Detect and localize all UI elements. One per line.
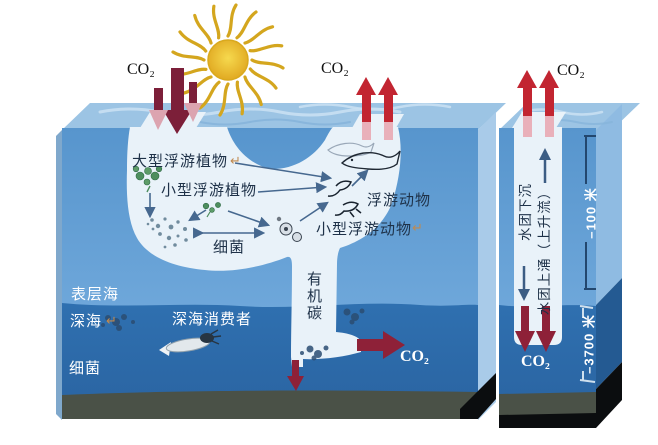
depth-label-3700m: –3700 米 bbox=[581, 314, 597, 374]
upwelling-arrow bbox=[539, 148, 551, 183]
depth-bracket-3700m bbox=[579, 305, 596, 383]
sun-icon bbox=[171, 3, 285, 117]
label-deep-sea: 深海 bbox=[70, 313, 103, 330]
fish-icons bbox=[327, 142, 401, 171]
co2-label-bottom-right: CO₂ bbox=[521, 353, 550, 370]
marine-snow-particles bbox=[101, 308, 365, 361]
food-web-arrows bbox=[144, 162, 369, 239]
right-side-face-upper bbox=[596, 104, 622, 305]
protist-icons bbox=[276, 216, 302, 242]
co2-outgassing-arrows-middle bbox=[356, 77, 398, 140]
large-phytoplankton-icon bbox=[132, 165, 163, 193]
return-mark-1: ↵ bbox=[230, 153, 241, 168]
right-side-face-deep bbox=[596, 278, 622, 389]
deep-co2-export-arrow bbox=[357, 331, 405, 359]
deep-layer bbox=[62, 303, 478, 396]
seafloor-shadow bbox=[460, 373, 496, 419]
label-surface-ocean: 表层海 bbox=[71, 286, 120, 303]
surface-patch-middle bbox=[352, 114, 404, 128]
return-mark-3: ↵ bbox=[106, 313, 117, 328]
small-phytoplankton-icon bbox=[202, 202, 221, 218]
downwelling-co2-arrows bbox=[515, 306, 556, 352]
krill-icons bbox=[327, 180, 362, 218]
label-bacteria: 细菌 bbox=[213, 239, 246, 256]
label-small-phytoplankton: 小型浮游植物 bbox=[161, 182, 258, 199]
right-side-face-base bbox=[596, 362, 622, 428]
organic-carbon-sink-arrow bbox=[287, 360, 304, 391]
co2-label-middle: CO₂ bbox=[321, 60, 349, 77]
seafloor bbox=[62, 390, 478, 419]
co2-outgassing-arrows-right bbox=[517, 70, 559, 137]
depth-bracket-100m bbox=[584, 135, 596, 290]
label-small-zooplankton: 小型浮游动物 bbox=[316, 221, 413, 238]
return-mark-2: ↵ bbox=[412, 220, 423, 235]
downwelling-arrow bbox=[518, 266, 530, 301]
label-upwelling: 水团上涌（上升流） bbox=[537, 184, 552, 316]
co2-label-deep-export: CO₂ bbox=[400, 348, 429, 365]
seafloor-base-right bbox=[499, 413, 596, 428]
depth-label-100m: –100 米 bbox=[583, 187, 599, 239]
co2-label-top-right: CO₂ bbox=[557, 62, 585, 79]
top-face bbox=[62, 103, 506, 130]
co2-label-left: CO₂ bbox=[127, 61, 155, 78]
main-ocean-block bbox=[56, 103, 506, 420]
co2-absorption-arrows bbox=[149, 68, 202, 134]
label-downwelling: 水团下沉 bbox=[518, 183, 533, 241]
label-deep-sea-consumers: 深海消费者 bbox=[172, 311, 253, 328]
right-side-face bbox=[478, 112, 496, 420]
label-deep-bacteria: 细菌 bbox=[69, 360, 102, 377]
left-side-face bbox=[56, 130, 62, 420]
label-large-phytoplankton: 大型浮游植物 bbox=[132, 153, 229, 170]
label-organic-carbon: 有机碳 bbox=[305, 271, 322, 322]
seafloor-right bbox=[499, 392, 596, 417]
food-web-cloud bbox=[126, 127, 401, 367]
bacteria-cluster-icon bbox=[146, 217, 188, 249]
deep-sea-consumer-icon bbox=[159, 329, 222, 356]
label-zooplankton: 浮游动物 bbox=[367, 192, 432, 209]
